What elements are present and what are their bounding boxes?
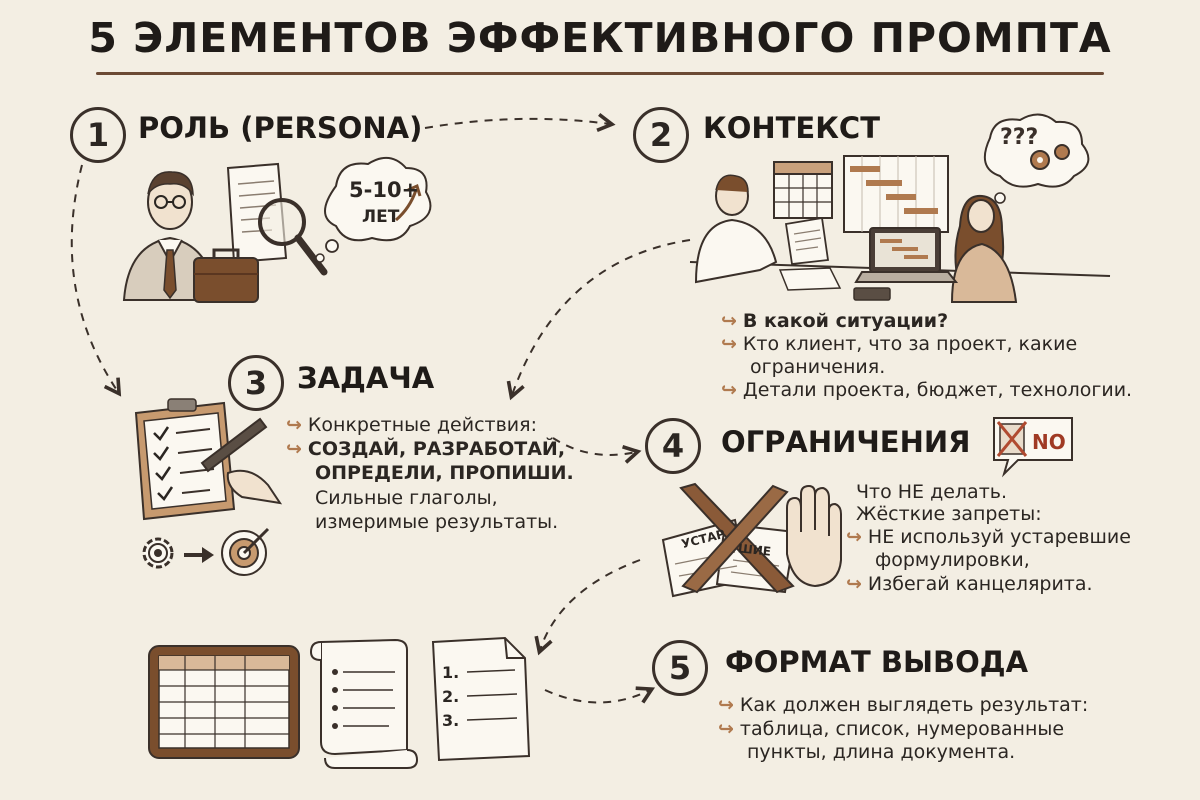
step-5-line-3: пункты, длина документа. [747, 741, 1016, 763]
title-underline [96, 72, 1104, 75]
step-3-line-4: Сильные глаголы, [315, 487, 498, 509]
arrow-1-to-2 [424, 113, 616, 133]
step-2-line-2: ↪Кто клиент, что за проект, какие [721, 333, 1078, 355]
curved-arrow-icon: ↪ [846, 573, 862, 595]
step-4-number: 4 [645, 418, 701, 474]
step-2-line-1: ↪В какой ситуации? [721, 310, 949, 332]
target-icon [221, 527, 270, 576]
cross-icon [679, 482, 795, 594]
step-3-line-3: ОПРЕДЕЛИ, ПРОПИШИ. [315, 462, 574, 484]
experience-badge: 5-10+ [349, 178, 420, 202]
gantt-chart-icon [843, 155, 949, 233]
step-3-heading: ЗАДАЧА [297, 361, 435, 395]
clipboard-checklist-icon [134, 398, 236, 521]
experience-badge-sub: ЛЕТ [362, 207, 400, 227]
businessman-icon [122, 171, 220, 301]
arrow-1-to-3 [70, 164, 122, 397]
calendar-icon [773, 161, 833, 219]
thought-bubble-icon [315, 157, 432, 263]
list-marker-2: 2. [442, 687, 460, 706]
step-1-heading: РОЛЬ (PERSONA) [138, 111, 423, 145]
step-5-number: 5 [652, 640, 708, 696]
numbered-list-icon [431, 636, 531, 762]
step-2-heading: КОНТЕКСТ [703, 111, 880, 145]
laptop-icon [853, 227, 959, 301]
no-speech-bubble [993, 417, 1073, 478]
step-5-illustration [148, 636, 531, 769]
step-4-line-4: формулировки, [875, 549, 1030, 571]
stop-hand-icon [786, 484, 842, 588]
gear-icon [142, 537, 174, 569]
step-5-heading: ФОРМАТ ВЫВОДА [725, 645, 1029, 679]
list-marker-1: 1. [442, 663, 460, 682]
step-2-line-3: ограничения. [750, 356, 886, 378]
list-marker-3: 3. [442, 711, 460, 730]
step-2-illustration [689, 113, 1111, 303]
meeting-icon [689, 174, 1111, 303]
no-label: NO [1032, 430, 1066, 454]
arrow-list-to-5 [544, 686, 656, 704]
curved-arrow-icon: ↪ [718, 718, 734, 740]
curved-arrow-icon: ↪ [721, 333, 737, 355]
page-title: 5 ЭЛЕМЕНТОВ ЭФФЕКТИВНОГО ПРОМПТА [88, 14, 1112, 62]
curved-arrow-icon: ↪ [718, 694, 734, 716]
curved-arrow-icon: ↪ [721, 379, 737, 401]
step-2-number: 2 [633, 107, 689, 163]
step-1-number: 1 [70, 107, 126, 163]
step-4-line-1: Что НЕ делать. [856, 481, 1008, 503]
step-4-heading: ОГРАНИЧЕНИЯ [721, 425, 971, 459]
step-5-line-2: ↪таблица, список, нумерованные [718, 718, 1065, 740]
step-4-line-2: Жёсткие запреты: [856, 503, 1042, 525]
curved-arrow-icon: ↪ [721, 310, 737, 332]
paper-word-2: ШИЕ [737, 541, 772, 559]
step-3-line-5: измеримые результаты. [315, 511, 559, 533]
step-3-number: 3 [228, 355, 284, 411]
arrow-4-to-5 [534, 559, 641, 656]
curved-arrow-icon: ↪ [286, 438, 302, 460]
step-3-line-1: ↪Конкретные действия: [286, 414, 537, 436]
pen-icon [200, 417, 283, 505]
arrow-3-to-4 [552, 437, 642, 464]
step-2-line-4: ↪Детали проекта, бюджет, технологии. [721, 379, 1133, 401]
step-4-illustration [661, 482, 842, 598]
step-3-line-2: ↪СОЗДАЙ, РАЗРАБОТАЙ, [286, 438, 566, 460]
curved-arrow-icon: ↪ [846, 526, 862, 548]
step-5-line-1: ↪Как должен выглядеть результат: [718, 694, 1089, 716]
tablet-table-icon [148, 645, 300, 759]
briefcase-icon [193, 248, 259, 303]
step-4-line-5: ↪Избегай канцелярита. [846, 573, 1093, 595]
gears-icon [983, 113, 1090, 212]
magnifier-icon [258, 198, 328, 276]
curved-arrow-icon: ↪ [286, 414, 302, 436]
step-3-illustration [134, 398, 283, 576]
scroll-icon [309, 638, 419, 769]
arrow-2-to-3 [506, 239, 691, 401]
step-4-line-3: ↪НЕ используй устаревшие [846, 526, 1131, 548]
step-1-illustration [122, 157, 432, 303]
question-marks: ??? [1000, 125, 1039, 150]
